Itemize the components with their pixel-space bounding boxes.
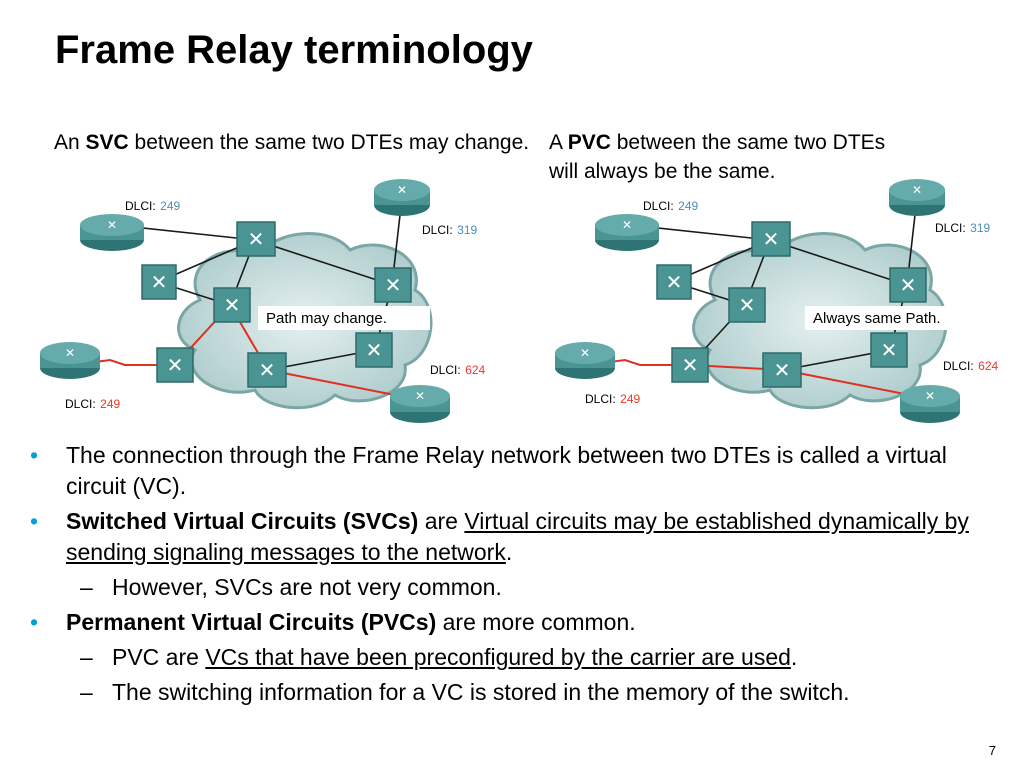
svg-text:✕: ✕ bbox=[167, 355, 184, 377]
svg-text:✕: ✕ bbox=[259, 360, 276, 382]
switch-icon bbox=[671, 347, 709, 383]
router-icon: ✕ bbox=[374, 179, 430, 216]
switch-icon bbox=[751, 221, 791, 257]
dlci-bottom-right-label: DLCI: 624 bbox=[430, 361, 485, 378]
path-callout: Path may change. bbox=[266, 310, 387, 327]
bullet-dot-icon: • bbox=[30, 508, 39, 534]
router-icon: ✕ bbox=[80, 214, 144, 251]
switch-icon bbox=[889, 267, 927, 303]
dlci-top-label: DLCI: 249 bbox=[643, 197, 698, 214]
router-icon: ✕ bbox=[390, 385, 450, 423]
svg-text:✕: ✕ bbox=[763, 229, 780, 251]
svg-text:✕: ✕ bbox=[774, 360, 791, 382]
dlci-bottom-left-label: DLCI: 249 bbox=[65, 395, 120, 412]
svg-text:✕: ✕ bbox=[912, 183, 922, 197]
dash-icon: – bbox=[80, 644, 93, 670]
svg-text:✕: ✕ bbox=[107, 218, 117, 232]
sub-bullet-item: – PVC are VCs that have been preconfigur… bbox=[30, 642, 1000, 673]
switch-icon bbox=[236, 221, 276, 257]
switch-icon bbox=[870, 332, 908, 368]
bullet-dot-icon: • bbox=[30, 609, 39, 635]
router-icon: ✕ bbox=[900, 385, 960, 423]
svc-network-diagram: ✕ ✕ ✕ ✕ ✕ bbox=[30, 170, 530, 435]
path-callout: Always same Path. bbox=[813, 310, 941, 327]
dlci-right-label: DLCI: 319 bbox=[935, 219, 990, 236]
svg-text:✕: ✕ bbox=[580, 346, 590, 360]
bullet-item: • Switched Virtual Circuits (SVCs) are V… bbox=[30, 506, 1000, 568]
svg-text:✕: ✕ bbox=[900, 275, 917, 297]
switch-icon bbox=[156, 347, 194, 383]
svg-text:✕: ✕ bbox=[65, 346, 75, 360]
svg-text:✕: ✕ bbox=[666, 272, 683, 294]
dlci-top-label: DLCI: 249 bbox=[125, 197, 180, 214]
sub-bullet-text: The switching information for a VC is st… bbox=[112, 679, 850, 705]
svc-caption: An SVC between the same two DTEs may cha… bbox=[54, 128, 529, 157]
sub-bullet-text: . bbox=[790, 644, 798, 670]
router-icon: ✕ bbox=[555, 342, 615, 379]
router-icon: ✕ bbox=[889, 179, 945, 216]
pvc-caption-bold: PVC bbox=[567, 131, 611, 154]
svg-text:✕: ✕ bbox=[881, 340, 898, 362]
sub-bullet-text: However, SVCs are not very common. bbox=[112, 574, 502, 600]
router-icon: ✕ bbox=[595, 214, 659, 251]
svg-text:✕: ✕ bbox=[739, 295, 756, 317]
bullet-text: The connection through the Frame Relay n… bbox=[66, 442, 947, 499]
svg-text:✕: ✕ bbox=[224, 295, 241, 317]
router-icon: ✕ bbox=[40, 342, 100, 379]
pvc-caption-post: between the same two DTEs will always be… bbox=[549, 131, 886, 183]
switch-icon bbox=[656, 264, 692, 300]
bullet-underline: Virtual circuits may be established dyna… bbox=[66, 508, 969, 565]
svg-text:✕: ✕ bbox=[366, 340, 383, 362]
bullet-text: are more common. bbox=[436, 609, 636, 635]
dlci-bottom-right-label: DLCI: 624 bbox=[943, 357, 998, 374]
pvc-network-diagram: ✕ ✕ ✕ ✕ ✕ ✕ ✕ bbox=[545, 170, 1015, 435]
switch-icon bbox=[247, 352, 287, 388]
bullet-text: . bbox=[505, 539, 513, 565]
switch-icon bbox=[141, 264, 177, 300]
dlci-right-label: DLCI: 319 bbox=[422, 221, 477, 238]
svg-text:✕: ✕ bbox=[415, 389, 425, 403]
switch-icon bbox=[374, 267, 412, 303]
bullet-text: are bbox=[418, 508, 465, 534]
bullet-bold: Permanent Virtual Circuits (PVCs) bbox=[66, 609, 437, 635]
bullet-list: • The connection through the Frame Relay… bbox=[30, 440, 1000, 712]
sub-bullet-underline: VCs that have been preconfigured by the … bbox=[205, 644, 791, 670]
svg-text:✕: ✕ bbox=[622, 218, 632, 232]
sub-bullet-item: – The switching information for a VC is … bbox=[30, 677, 1000, 708]
switch-icon bbox=[762, 352, 802, 388]
svc-caption-bold: SVC bbox=[85, 131, 129, 154]
switch-icon bbox=[213, 287, 251, 323]
page-number: 7 bbox=[988, 743, 996, 758]
svg-text:✕: ✕ bbox=[385, 275, 402, 297]
switch-icon bbox=[355, 332, 393, 368]
dlci-bottom-left-label: DLCI: 249 bbox=[585, 390, 640, 407]
bullet-dot-icon: • bbox=[30, 442, 39, 468]
pvc-caption-pre: A bbox=[549, 131, 568, 154]
sub-bullet-item: – However, SVCs are not very common. bbox=[30, 572, 1000, 603]
svg-text:✕: ✕ bbox=[151, 272, 168, 294]
bullet-item: • The connection through the Frame Relay… bbox=[30, 440, 1000, 502]
switch-icon bbox=[728, 287, 766, 323]
svg-text:✕: ✕ bbox=[682, 355, 699, 377]
svc-caption-pre: An bbox=[54, 131, 86, 154]
svg-text:✕: ✕ bbox=[248, 229, 265, 251]
bullet-bold: Switched Virtual Circuits (SVCs) bbox=[66, 508, 419, 534]
sub-bullet-text: PVC are bbox=[112, 644, 206, 670]
svc-caption-post: between the same two DTEs may change. bbox=[128, 131, 530, 154]
svg-text:✕: ✕ bbox=[925, 389, 935, 403]
pvc-caption: A PVC between the same two DTEs will alw… bbox=[549, 128, 909, 186]
dash-icon: – bbox=[80, 574, 93, 600]
svg-text:✕: ✕ bbox=[397, 183, 407, 197]
slide-title: Frame Relay terminology bbox=[55, 28, 533, 72]
bullet-item: • Permanent Virtual Circuits (PVCs) are … bbox=[30, 607, 1000, 638]
dash-icon: – bbox=[80, 679, 93, 705]
